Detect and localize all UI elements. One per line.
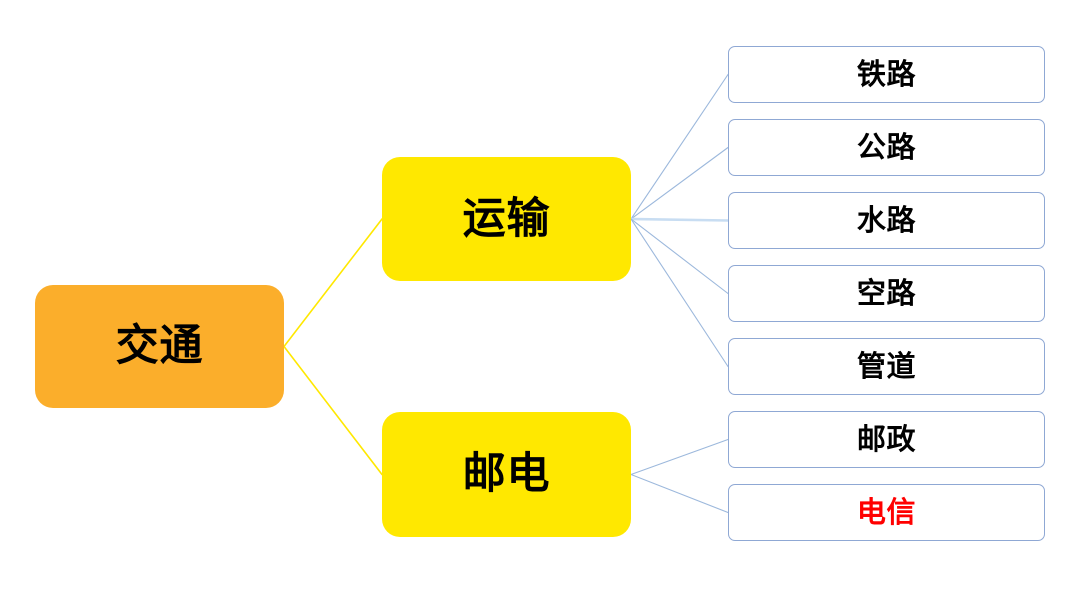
- node-leaf-dianxin-label: 电信: [856, 495, 917, 529]
- connector-branch-yunshu-to-leaf-gonglu: [630, 146, 729, 220]
- node-leaf-guandao-label: 管道: [856, 349, 917, 383]
- connector-branch-yunshu-to-leaf-konglu: [630, 218, 729, 295]
- node-leaf-konglu-label: 空路: [856, 276, 917, 310]
- node-leaf-tielu[interactable]: 铁路: [728, 46, 1045, 103]
- node-leaf-tielu-label: 铁路: [856, 57, 917, 91]
- node-branch-youdian-label: 邮电: [462, 449, 551, 499]
- node-branch-yunshu-label: 运输: [462, 193, 551, 244]
- node-branch-youdian[interactable]: 邮电: [382, 412, 631, 537]
- connector-branch-yunshu-to-leaf-tielu: [630, 73, 729, 220]
- node-leaf-gonglu-label: 公路: [856, 130, 917, 164]
- node-leaf-gonglu[interactable]: 公路: [728, 119, 1045, 176]
- node-leaf-shuilu-label: 水路: [856, 203, 917, 237]
- node-root-label: 交通: [115, 321, 204, 371]
- node-leaf-shuilu[interactable]: 水路: [728, 192, 1045, 249]
- node-root-jiaotong[interactable]: 交通: [35, 285, 284, 408]
- node-branch-yunshu[interactable]: 运输: [382, 157, 631, 281]
- connector-branch-youdian-to-leaf-youzheng: [630, 438, 729, 476]
- node-leaf-konglu[interactable]: 空路: [728, 265, 1045, 322]
- node-leaf-youzheng-label: 邮政: [856, 422, 917, 456]
- connector-root-to-branch-youdian: [283, 345, 383, 476]
- connector-root-to-branch-yunshu: [283, 218, 383, 348]
- node-leaf-youzheng[interactable]: 邮政: [728, 411, 1045, 468]
- connector-branch-youdian-to-leaf-dianxin: [630, 473, 729, 514]
- node-leaf-guandao[interactable]: 管道: [728, 338, 1045, 395]
- node-leaf-dianxin[interactable]: 电信: [728, 484, 1045, 541]
- connector-branch-yunshu-to-leaf-shuilu: [629, 217, 730, 222]
- connector-branch-yunshu-to-leaf-guandao: [630, 218, 729, 368]
